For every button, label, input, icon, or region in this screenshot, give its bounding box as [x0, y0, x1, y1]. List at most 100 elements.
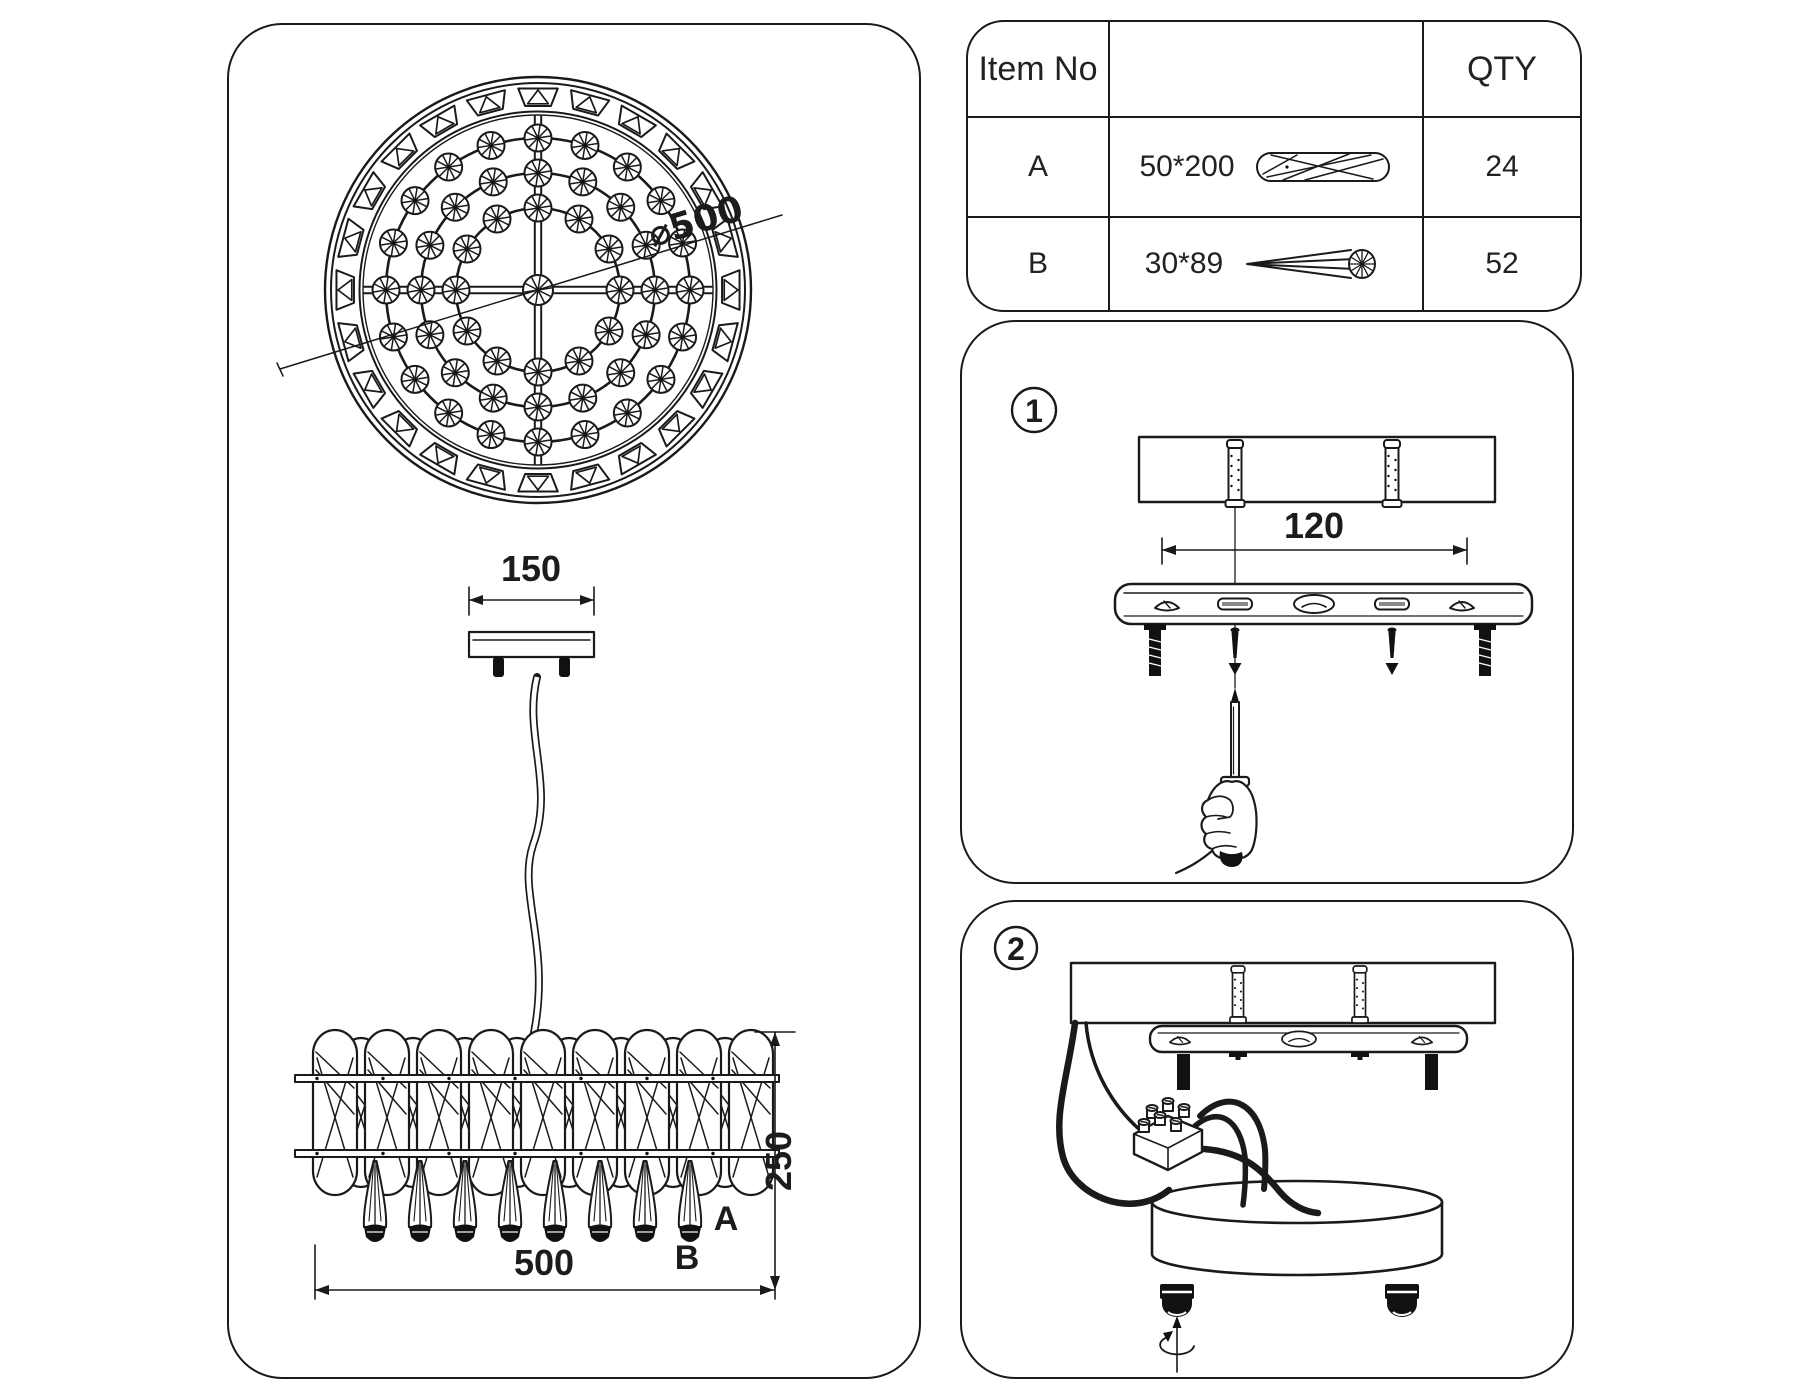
rim-crystal-icon [570, 89, 611, 117]
rim-crystal-icon [380, 132, 418, 170]
suspension-wire [524, 673, 545, 1037]
rim-crystal-icon [465, 463, 506, 491]
crystal-starburst-icon [564, 346, 594, 376]
rim-crystal-icon [711, 217, 739, 258]
crystal-starburst-icon [564, 204, 594, 234]
center-hole-icon [1281, 1030, 1317, 1048]
hand-icon [1200, 780, 1258, 860]
table-row-a-qty: 24 [1424, 118, 1580, 218]
table-row-a-item: A [968, 118, 1110, 218]
crystal-starburst-icon [415, 230, 445, 260]
drop-crystal-icon [452, 1160, 478, 1242]
table-row-b-spec: 30*89 [1110, 218, 1424, 310]
mounting-screw-icon [1473, 623, 1497, 677]
mounted-bracket [1148, 1024, 1469, 1090]
threaded-post-icon [1177, 1054, 1190, 1090]
rim-crystal-icon [517, 473, 559, 493]
chandelier-top-view [323, 75, 753, 505]
step2-number: 2 [1007, 931, 1025, 967]
crystal-starburst-icon [476, 420, 506, 450]
parts-table: Item No QTY A 50*200 24 B 30*89 [966, 20, 1582, 312]
rim-crystal-icon [337, 217, 365, 258]
crystal-starburst-icon [371, 275, 401, 305]
screw-insert-arrow-icon [1385, 627, 1399, 675]
crystal-starburst-icon [482, 204, 512, 234]
rim-crystal-icon [658, 132, 696, 170]
canopy-width-dimension: 150 [468, 548, 595, 616]
wire-red [1084, 1021, 1142, 1132]
table-header-spec [1110, 22, 1424, 118]
rim-crystal-icon [352, 369, 387, 409]
wall-anchor-icon [1229, 965, 1247, 1024]
cap-nut-icon [1158, 1282, 1196, 1319]
cap-nut-icon [1383, 1282, 1421, 1319]
rim-crystal-icon [352, 171, 387, 211]
ceiling [1137, 435, 1497, 504]
crystal-starburst-icon [646, 364, 676, 394]
step2-drawing: 2 [993, 925, 1497, 1373]
crystal-starburst-icon [378, 322, 408, 352]
drum-crystal-icon [571, 1028, 619, 1197]
screw-slot-icon [1374, 597, 1410, 611]
crystal-starburst-icon [440, 192, 470, 222]
screw-head-icon [1229, 1052, 1247, 1057]
crystal-starburst-icon [523, 158, 553, 188]
crystal-drum-side-view [294, 1028, 780, 1242]
crystal-starburst-icon [606, 358, 636, 388]
step1-panel: 1 120 [960, 320, 1574, 884]
table-row-b-item: B [968, 218, 1110, 310]
rim-crystal-icon [721, 269, 741, 311]
crystal-starburst-icon [441, 275, 471, 305]
canopy-width-label: 150 [501, 548, 561, 589]
wall-anchor-icon [1351, 965, 1369, 1024]
crystal-starburst-icon [568, 383, 598, 413]
crystal-starburst-icon [570, 130, 600, 160]
crystal-starburst-icon [482, 346, 512, 376]
table-row-b-size: 30*89 [1144, 247, 1224, 280]
step2-number-badge: 2 [993, 925, 1039, 971]
ceiling [1069, 961, 1497, 1025]
rim-crystal-icon [380, 410, 418, 448]
body-height-dimension: 250 [754, 1031, 799, 1300]
crystal-starburst-icon [478, 167, 508, 197]
screw-insert-arrow-icon [1228, 627, 1242, 675]
threaded-post-icon [1425, 1054, 1438, 1090]
crystal-starburst-icon [476, 130, 506, 160]
rim-crystal-icon [335, 269, 355, 311]
body-width-dimension: 500 [314, 1242, 775, 1300]
crystal-starburst-icon [434, 152, 464, 182]
rim-crystal-icon [419, 441, 459, 476]
rim-crystal-icon [689, 369, 724, 409]
drop-crystal-icon [677, 1160, 703, 1242]
table-row-a-spec: 50*200 [1110, 118, 1424, 218]
crystal-starburst-icon [568, 167, 598, 197]
screw-head-icon [1351, 1052, 1369, 1057]
crystal-baguette-icon [1255, 152, 1390, 182]
drum-crystal-icon [311, 1028, 359, 1197]
terminal-block [1132, 1097, 1204, 1172]
drop-crystal-icon [632, 1160, 658, 1242]
step1-number: 1 [1025, 393, 1043, 429]
crystal-b-callout: B [675, 1239, 700, 1277]
drop-crystal-icon [407, 1160, 433, 1242]
terminal-screw-icon [1169, 1117, 1183, 1132]
center-hole-icon [1293, 594, 1335, 614]
crystal-starburst-icon [378, 228, 408, 258]
table-header-item-no: Item No [968, 22, 1110, 118]
crystal-starburst-icon [523, 427, 553, 457]
rim-crystal-icon [419, 104, 459, 139]
crystal-starburst-icon [478, 383, 508, 413]
crystal-starburst-icon [400, 186, 430, 216]
table-row-a-size: 50*200 [1139, 150, 1235, 183]
table-header-qty: QTY [1424, 22, 1580, 118]
wire-blue [1056, 1019, 1173, 1207]
terminal-screw-icon [1137, 1118, 1151, 1133]
crystal-starburst-icon [523, 193, 553, 223]
terminal-screw-icon [1177, 1103, 1191, 1118]
crystal-starburst-icon [675, 275, 705, 305]
mounting-screw-icon [1143, 623, 1167, 677]
rim-crystal-icon [689, 171, 724, 211]
crystal-starburst-icon [434, 398, 464, 428]
crystal-starburst-icon [640, 275, 670, 305]
crystal-starburst-icon [646, 186, 676, 216]
